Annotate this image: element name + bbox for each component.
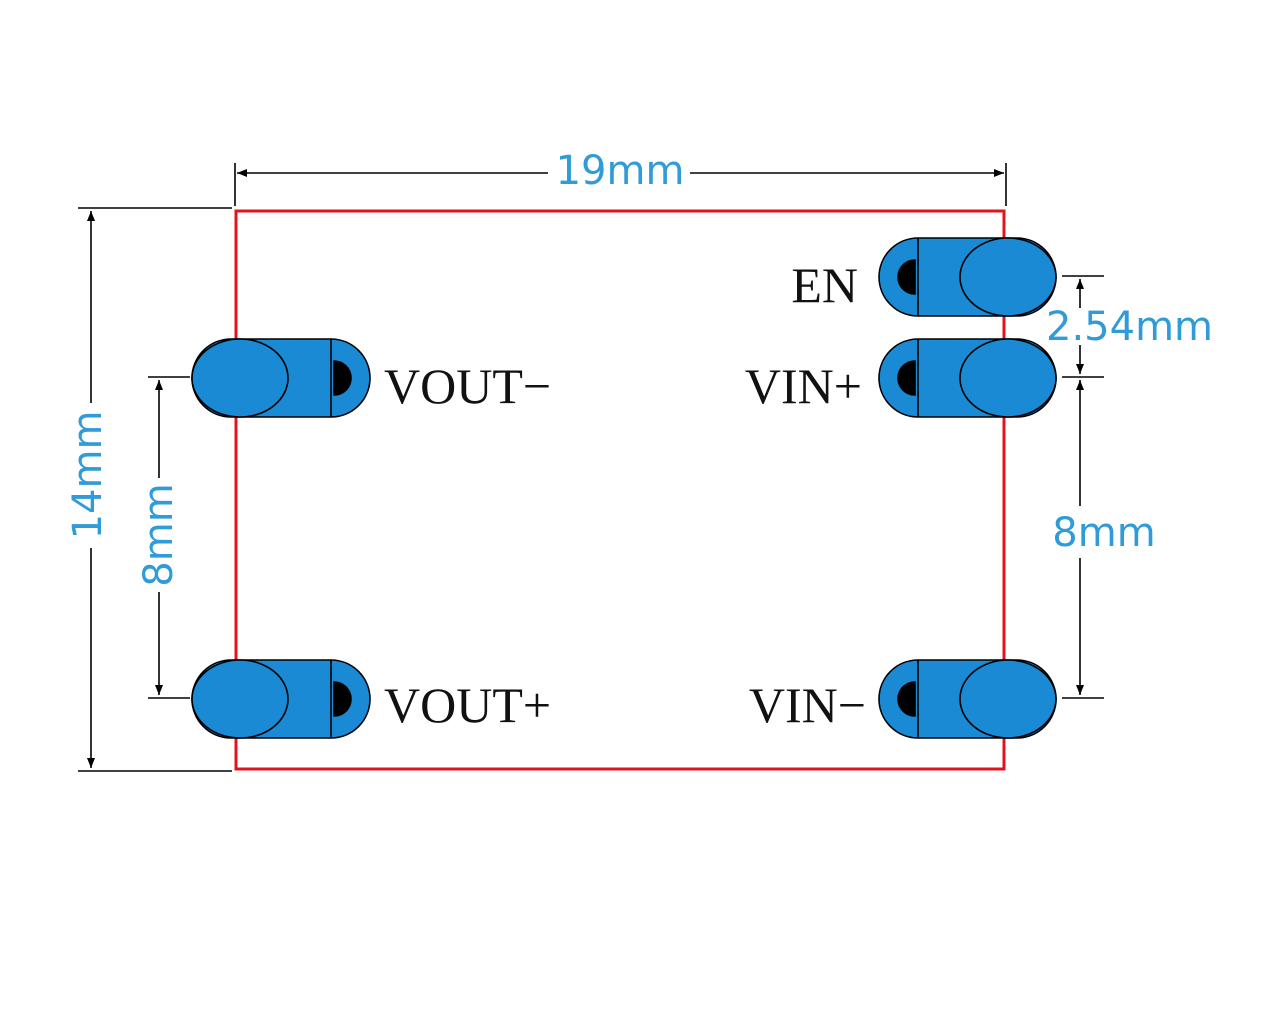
height-dimension — [78, 207, 232, 772]
right-spacing-label: 8mm — [1052, 510, 1155, 556]
pad-vin-plus — [878, 338, 1057, 418]
pin-label-en: EN — [791, 257, 858, 313]
pin-label-vout-plus: VOUT+ — [384, 677, 551, 733]
width-label: 19mm — [556, 148, 685, 194]
pad-vout-plus — [191, 659, 371, 739]
pin-label-vin-minus: VIN− — [749, 677, 866, 733]
left-spacing-label: 8mm — [136, 483, 182, 586]
board-outline — [234, 209, 1006, 771]
right-spacing-dimension — [1062, 380, 1104, 699]
pad-en — [878, 237, 1057, 317]
width-dimension — [234, 163, 1007, 206]
left-spacing-dimension — [148, 376, 190, 699]
en-pitch-label: 2.54mm — [1046, 304, 1213, 350]
height-label: 14mm — [65, 411, 111, 540]
en-pitch-dimension — [1062, 275, 1104, 378]
pin-label-vin-plus: VIN+ — [745, 358, 862, 414]
pad-vout-minus — [191, 338, 371, 418]
pad-vin-minus — [878, 659, 1057, 739]
pin-label-vout-minus: VOUT− — [384, 358, 551, 414]
